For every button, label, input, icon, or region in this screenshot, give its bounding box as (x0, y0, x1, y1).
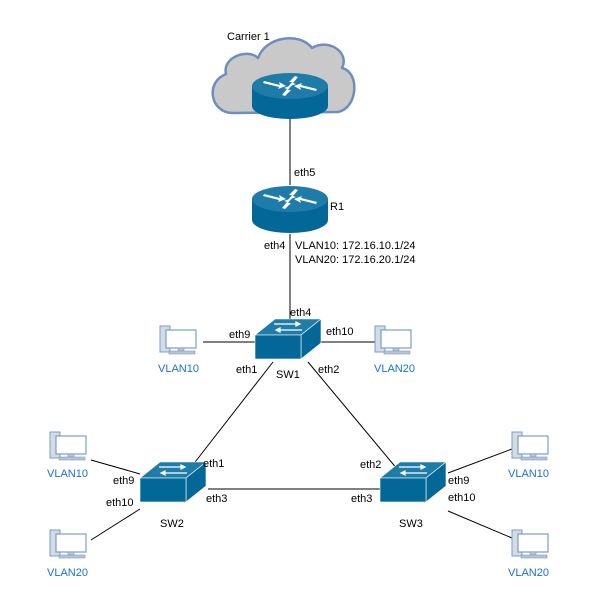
sw2-port-eth1: eth1 (203, 458, 225, 470)
computer-icon (159, 325, 197, 355)
r1-interface-vlan10: VLAN10: 172.16.10.1/24 (295, 240, 416, 252)
sw3-port-eth10: eth10 (448, 492, 476, 504)
r1-port-eth5: eth5 (294, 167, 316, 179)
pc-sw2-vlan10[interactable] (49, 431, 87, 461)
computer-icon (49, 529, 87, 559)
computer-icon (511, 431, 549, 461)
pc-sw1-vlan20[interactable] (374, 325, 412, 355)
link-sw3-pc-vlan20 (447, 510, 513, 539)
router-r1[interactable] (252, 186, 328, 233)
switch-arrows-icon (159, 464, 187, 476)
sw1-port-eth10: eth10 (326, 326, 354, 338)
links (90, 118, 513, 541)
router-arrows-icon (263, 189, 317, 209)
link-sw1-sw2 (191, 361, 274, 467)
switch-arrows-icon (399, 464, 427, 476)
link-sw2-pc-vlan20 (90, 508, 141, 541)
pc-sw2-vlan20[interactable] (49, 529, 87, 559)
sw3-name: SW3 (399, 518, 423, 530)
switch-sw1[interactable] (254, 318, 322, 360)
router-name: R1 (330, 201, 345, 213)
host-label-sw2-vlan20: VLAN20 (47, 567, 88, 579)
link-sw3-pc-vlan10 (447, 448, 513, 474)
host-label-sw3-vlan10: VLAN10 (508, 468, 549, 480)
sw2-port-eth10: eth10 (106, 497, 134, 509)
switches (139, 318, 447, 503)
computer-icon (511, 529, 549, 559)
pc-sw1-vlan10[interactable] (159, 325, 197, 355)
link-sw2-pc-vlan10 (90, 459, 141, 475)
sw1-port-eth4: eth4 (290, 307, 312, 319)
sw3-port-eth9: eth9 (448, 475, 470, 487)
host-label-sw2-vlan10: VLAN10 (47, 468, 88, 480)
sw3-port-eth3: eth3 (351, 493, 373, 505)
switch-sw2[interactable] (139, 461, 207, 503)
sw1-port-eth2: eth2 (318, 364, 340, 376)
computer-icon (49, 431, 87, 461)
r1-port-eth4: eth4 (264, 240, 286, 252)
host-label-sw3-vlan20: VLAN20 (508, 567, 549, 579)
switch-sw3[interactable] (379, 461, 447, 503)
router-arrows-icon (263, 76, 317, 96)
switch-arrows-icon (274, 321, 302, 333)
hosts (49, 325, 549, 559)
host-label-sw1-vlan10: VLAN10 (158, 363, 199, 375)
sw2-name: SW2 (160, 518, 184, 530)
sw3-port-eth2: eth2 (360, 459, 382, 471)
pc-sw3-vlan20[interactable] (511, 529, 549, 559)
sw1-port-eth9: eth9 (229, 329, 251, 341)
sw2-port-eth3: eth3 (206, 493, 228, 505)
pc-sw3-vlan10[interactable] (511, 431, 549, 461)
link-sw1-sw3 (307, 361, 399, 471)
sw1-port-eth1: eth1 (236, 364, 258, 376)
sw2-port-eth9: eth9 (113, 475, 135, 487)
carrier-router[interactable] (252, 73, 328, 119)
cloud-label: Carrier 1 (227, 31, 270, 43)
host-label-sw1-vlan20: VLAN20 (374, 363, 415, 375)
r1-interface-vlan20: VLAN20: 172.16.20.1/24 (295, 254, 416, 266)
computer-icon (374, 325, 412, 355)
sw1-name: SW1 (276, 369, 300, 381)
